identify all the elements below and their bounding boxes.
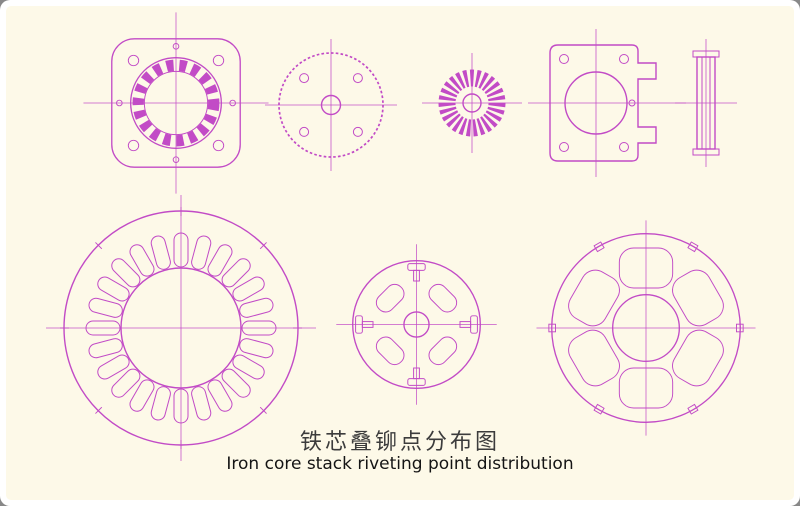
- mounting-holes: [559, 54, 636, 152]
- mounting-holes: [116, 43, 236, 163]
- rotor-outer-edge: [352, 260, 481, 389]
- centerlines: [46, 195, 316, 461]
- centerlines: [83, 12, 269, 194]
- top-flange: [692, 50, 720, 58]
- square-stator-lamination-drawing: [83, 12, 269, 194]
- serrated-rim: [278, 52, 384, 158]
- shaft-hole: [403, 311, 430, 338]
- large-stator-core-drawing: [46, 195, 316, 461]
- centerlines: [528, 29, 686, 177]
- cad-paper: 铁芯叠铆点分布图 Iron core stack riveting point …: [6, 6, 794, 500]
- rotor-teeth: [438, 69, 506, 137]
- bore-hole: [564, 71, 628, 135]
- rotor-outer-edge: [551, 233, 741, 423]
- stator-bore-slots: [130, 57, 222, 149]
- centerlines: [336, 244, 497, 405]
- motor-frame-drawing: [528, 29, 686, 177]
- center-hole: [320, 94, 342, 116]
- centerlines: [265, 39, 397, 171]
- stator-outline: [111, 38, 241, 168]
- toothed-rotor-drawing: [422, 53, 522, 153]
- frame-outline: [549, 44, 657, 162]
- shaft-hole: [612, 294, 680, 362]
- centerlines: [536, 220, 756, 436]
- rivet-holes: [299, 73, 363, 137]
- english-caption: Iron core stack riveting point distribut…: [226, 454, 574, 474]
- shaft-hole: [462, 93, 482, 113]
- spoked-rotor-lamination-drawing: [536, 220, 756, 436]
- lamination-side-view-drawing: [675, 39, 737, 167]
- medium-rotor-lamination-drawing: [336, 244, 497, 405]
- stator-bore: [120, 267, 242, 389]
- bottom-flange: [692, 148, 720, 156]
- chinese-caption: 铁芯叠铆点分布图: [299, 430, 500, 455]
- centerlines: [675, 39, 737, 167]
- centerlines: [422, 53, 522, 153]
- perforated-disc-drawing: [265, 39, 397, 171]
